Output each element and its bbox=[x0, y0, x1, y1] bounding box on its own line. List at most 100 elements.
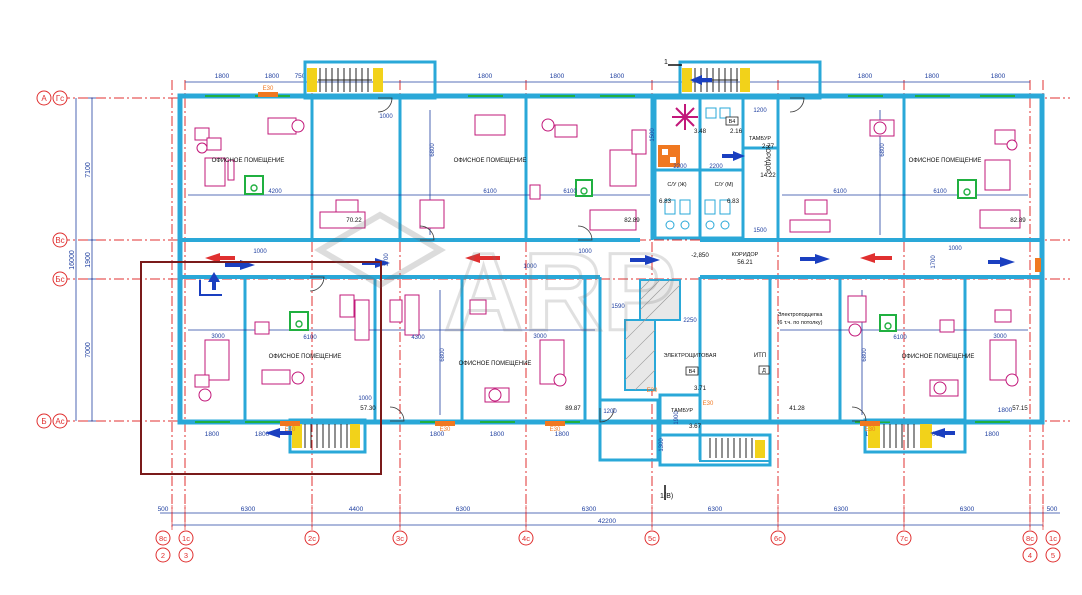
dim-label: 1000 bbox=[379, 114, 393, 120]
room-label-office: ОФИСНОЕ ПОМЕЩЕНИЕ bbox=[454, 158, 527, 164]
axis-label: 1с bbox=[1049, 534, 1057, 543]
axis-label: 3 bbox=[184, 551, 188, 560]
axis-label: 7с bbox=[900, 534, 908, 543]
axis-label: 2 bbox=[161, 551, 165, 560]
fire-rating-label: Е30 bbox=[647, 388, 658, 394]
bottom-dimension-chain bbox=[160, 505, 1060, 530]
door-swings bbox=[309, 97, 867, 423]
axis-label: 5 bbox=[1051, 551, 1055, 560]
exit-marker bbox=[199, 280, 222, 296]
dim-label: 1500 bbox=[650, 128, 656, 142]
dim-label: 4400 bbox=[349, 506, 364, 513]
window-dim: 1800 bbox=[205, 431, 220, 438]
window-dim: 1800 bbox=[215, 73, 230, 80]
room-label-wc-f: С/У (Ж) bbox=[667, 182, 686, 188]
window-dim: 1800 bbox=[555, 431, 570, 438]
area-value: 82.89 bbox=[624, 217, 640, 224]
dim-label: 1000 bbox=[253, 249, 267, 255]
equipment-tag bbox=[685, 116, 770, 376]
lower-core bbox=[598, 393, 772, 467]
axis-label: А bbox=[41, 94, 47, 103]
area-value: 57.15 bbox=[1012, 405, 1028, 412]
area-value: 89.87 bbox=[565, 405, 581, 412]
elevator-shaft bbox=[624, 279, 681, 391]
staircase-bottom-left bbox=[288, 418, 367, 454]
corridor-walls bbox=[180, 238, 1042, 279]
dim-label: 1700 bbox=[384, 253, 390, 267]
dim-label: 500 bbox=[1047, 506, 1058, 513]
window-dim: 1800 bbox=[985, 431, 1000, 438]
area-value: 6.83 bbox=[659, 198, 672, 205]
dim-label: 6100 bbox=[893, 335, 907, 341]
dim-label: 1300 bbox=[659, 438, 665, 452]
dim-label: 500 bbox=[158, 506, 169, 513]
toilet-fixtures bbox=[664, 107, 731, 230]
dim-label: 2250 bbox=[683, 318, 697, 324]
fire-door-markers bbox=[258, 92, 1041, 426]
axis-label: Б bbox=[41, 417, 46, 426]
window-dim: 1800 bbox=[925, 431, 940, 438]
dim-label: 1000 bbox=[358, 396, 372, 402]
area-value: 70.22 bbox=[346, 217, 362, 224]
equipment-tag-label: В4 bbox=[689, 369, 696, 375]
dim-label: 42200 bbox=[598, 518, 616, 525]
fire-rating-label: Е30 bbox=[440, 427, 451, 433]
watermark-logo: ARP bbox=[314, 211, 678, 356]
dim-label: 6300 bbox=[834, 506, 849, 513]
area-value: 2.77 bbox=[762, 143, 775, 150]
dim-label: 6800 bbox=[440, 348, 446, 362]
dim-label: 2200 bbox=[709, 164, 723, 170]
furniture-office-6 bbox=[847, 295, 1019, 397]
window-dim: 1800 bbox=[991, 73, 1006, 80]
dim-label: 1000 bbox=[523, 264, 537, 270]
axis-label: 1с bbox=[182, 534, 190, 543]
area-value: 57.30 bbox=[360, 405, 376, 412]
window-dim: 750 bbox=[295, 73, 306, 80]
fire-rating-label: Е30 bbox=[285, 427, 296, 433]
room-label-vent-note: (6 т.ч. по потолку) bbox=[778, 320, 823, 326]
dim-label: 6100 bbox=[483, 189, 497, 195]
furniture-office-3 bbox=[789, 119, 1021, 233]
window-dim: 1800 bbox=[478, 73, 493, 80]
fire-rating-label: Е30 bbox=[550, 427, 561, 433]
dim-label: 6100 bbox=[833, 189, 847, 195]
elevation-mark: -2,850 bbox=[691, 252, 709, 259]
axis-label: 2с bbox=[308, 534, 316, 543]
row-axis-markers-left bbox=[36, 90, 68, 429]
furniture-office-4 bbox=[194, 294, 370, 402]
window-dim: 1800 bbox=[610, 73, 625, 80]
dim-label: 6800 bbox=[862, 348, 868, 362]
dim-label: 6100 bbox=[563, 189, 577, 195]
dim-label: 7000 bbox=[85, 342, 92, 358]
window-dim: 1800 bbox=[998, 407, 1013, 414]
dim-label: 1200 bbox=[753, 108, 767, 114]
room-label-office: ОФИСНОЕ ПОМЕЩЕНИЕ bbox=[902, 354, 975, 360]
dim-label: 3000 bbox=[533, 334, 547, 340]
dim-label: 1200 bbox=[603, 409, 617, 415]
window-dim: 1800 bbox=[858, 73, 873, 80]
axis-label: Бс bbox=[55, 275, 64, 284]
dim-label: 16000 bbox=[69, 250, 76, 270]
dim-label: 1500 bbox=[753, 228, 767, 234]
column-axis-markers bbox=[155, 530, 1061, 563]
window-dim: 1800 bbox=[490, 431, 505, 438]
room-label-wc-m: С/У (М) bbox=[715, 182, 734, 188]
room-label-office: ОФИСНОЕ ПОМЕЩЕНИЕ bbox=[909, 158, 982, 164]
area-value: 41.28 bbox=[789, 405, 805, 412]
axis-label: 5с bbox=[648, 534, 656, 543]
room-label-itp: ИТП bbox=[754, 353, 766, 359]
axis-label: Вс bbox=[55, 236, 64, 245]
axis-label: 4 bbox=[1028, 551, 1032, 560]
dim-label: 7100 bbox=[85, 162, 92, 178]
area-value: 3.48 bbox=[694, 128, 707, 135]
fire-rating-label: Е30 bbox=[703, 401, 714, 407]
window-dim: 1800 bbox=[265, 73, 280, 80]
axis-label: 6с bbox=[774, 534, 782, 543]
area-value: 3.67 bbox=[689, 423, 702, 430]
dim-label: 6100 bbox=[933, 189, 947, 195]
axis-label: 8с bbox=[1026, 534, 1034, 543]
room-label-tambour: ТАМБУР bbox=[749, 136, 771, 142]
section-label: 1(В) bbox=[660, 493, 673, 500]
room-label-corridor: КОРИДОР bbox=[764, 145, 770, 174]
furniture-office-1 bbox=[194, 117, 366, 229]
